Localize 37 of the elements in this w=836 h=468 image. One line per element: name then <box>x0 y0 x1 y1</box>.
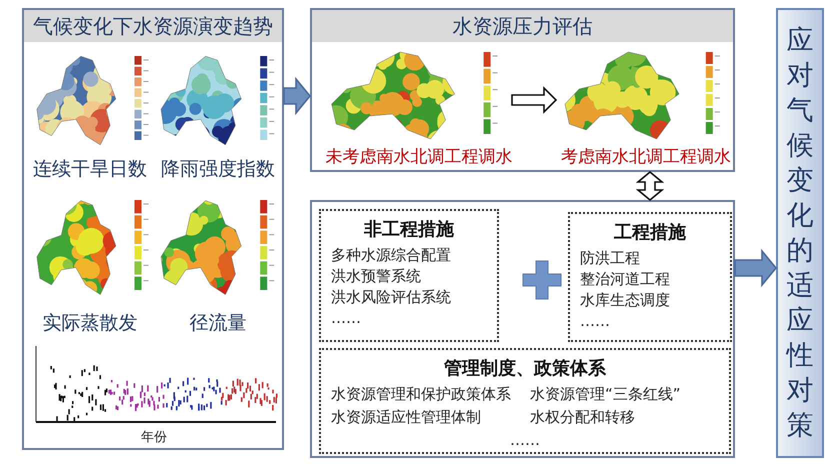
list-item: …… <box>331 308 362 329</box>
panel <box>22 8 284 450</box>
list-item: 洪水预警系统 <box>331 266 422 287</box>
measures-box <box>319 209 499 342</box>
arrow <box>283 76 312 116</box>
map-caption: 径流量 <box>188 311 248 336</box>
double-arrow <box>636 170 664 202</box>
map-caption: 实际蒸散发 <box>42 311 138 336</box>
arrow <box>511 86 558 114</box>
box-heading: 非工程措施 <box>363 218 455 241</box>
measures-box <box>319 348 731 454</box>
panel-header: 水资源压力评估 <box>312 10 733 42</box>
box-heading: 工程措施 <box>613 221 687 244</box>
list-item: 水资源适应性管理体制 <box>331 407 482 428</box>
list-item: 水资源管理和保护政策体系 <box>331 384 512 405</box>
panel-header: 气候变化下水资源演变趋势 <box>24 10 282 42</box>
panel <box>310 8 735 172</box>
map-caption: 降雨强度指数 <box>160 157 276 182</box>
list-item: 水库生态调度 <box>580 290 671 311</box>
list-item: 水权分配和转移 <box>530 407 636 428</box>
box-heading: 管理制度、政策体系 <box>443 357 607 380</box>
list-item: 水资源管理“三条红线” <box>530 384 682 405</box>
map-caption: 未考虑南水北调工程调水 <box>324 146 514 168</box>
list-item: 洪水风险评估系统 <box>331 287 452 308</box>
arrow <box>734 248 778 288</box>
list-item: 多种水源综合配置 <box>331 245 452 266</box>
list-item: 防洪工程 <box>580 248 641 269</box>
map-caption: 考虑南水北调工程调水 <box>560 146 732 168</box>
list-item: 整治河道工程 <box>580 269 671 290</box>
strategy-title: 应对气候变化的适应性对策 <box>785 24 814 443</box>
list-item: …… <box>580 311 611 332</box>
axis-label: 年份 <box>140 429 168 446</box>
measures-box <box>568 212 732 342</box>
measures-panel <box>310 200 735 458</box>
strategy-box <box>776 8 824 458</box>
map-caption: 连续干旱日数 <box>32 157 148 182</box>
list-item: …… <box>509 430 541 451</box>
